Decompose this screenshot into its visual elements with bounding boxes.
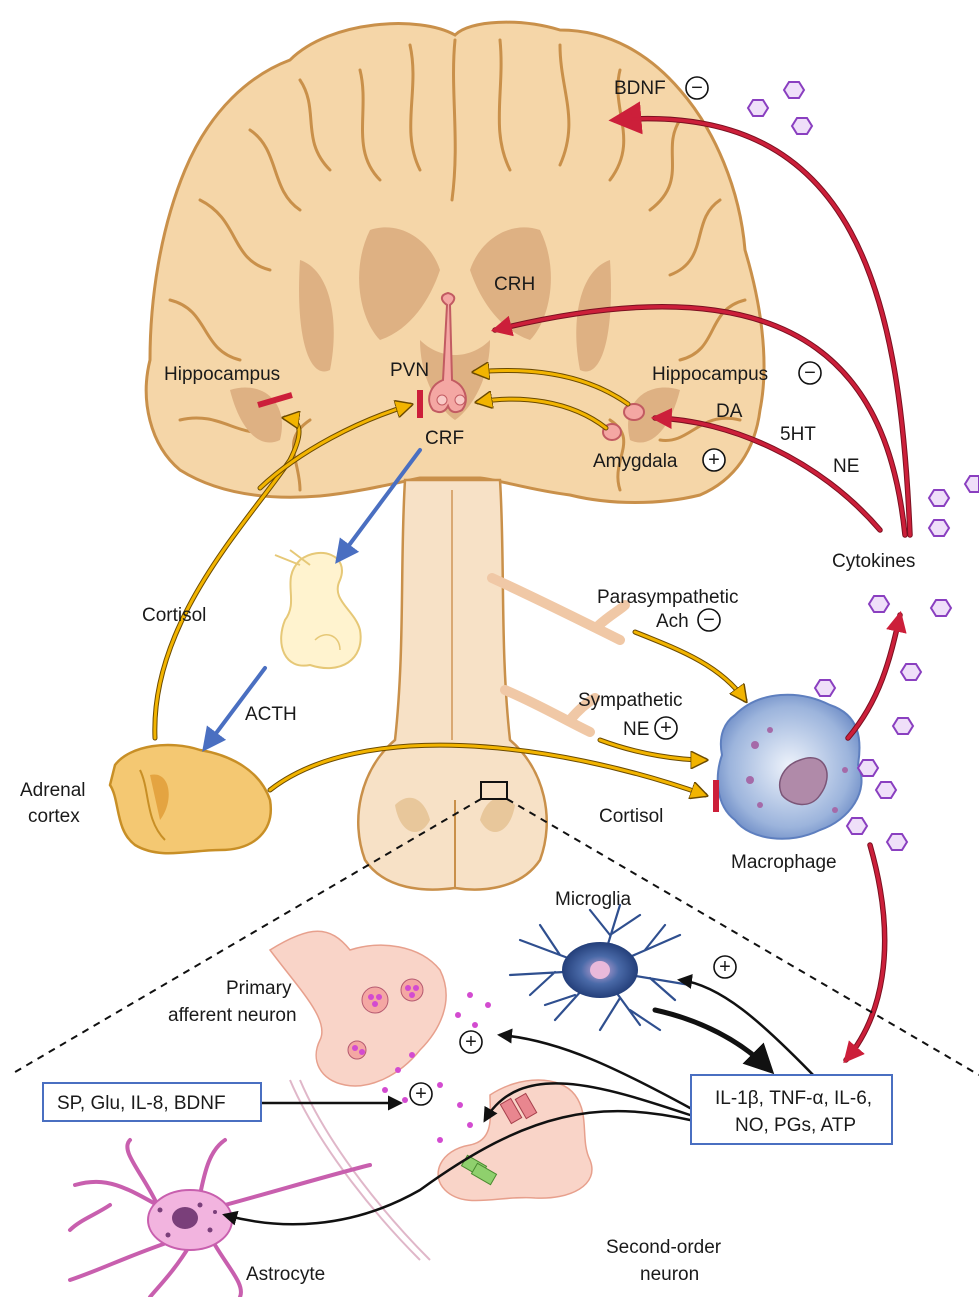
label-amygdala: Amygdala xyxy=(593,451,678,472)
label-parasympathetic: Parasympathetic xyxy=(597,587,739,608)
label-sympathetic: Sympathetic xyxy=(578,690,683,711)
label-acth: ACTH xyxy=(245,704,297,725)
label-ne-top: NE xyxy=(833,456,859,477)
label-hippocampus-left: Hippocampus xyxy=(164,364,280,385)
label-cytokines: Cytokines xyxy=(832,551,915,572)
label-microglia: Microglia xyxy=(555,889,631,910)
label-adrenal-line2: cortex xyxy=(28,806,80,827)
label-primary-line1: Primary xyxy=(226,978,292,999)
label-da: DA xyxy=(716,401,743,422)
label-macrophage: Macrophage xyxy=(731,852,837,873)
sign-bdnf: − xyxy=(691,77,703,99)
label-primary-line2: afferent neuron xyxy=(168,1005,297,1026)
second-order-neuron xyxy=(438,1080,592,1201)
macrophage-cell xyxy=(718,695,862,839)
label-ne-sympathetic: NE xyxy=(623,719,649,740)
sign-synapse-lower: + xyxy=(415,1083,427,1105)
sign-hippocampus: − xyxy=(804,362,816,384)
label-hippocampus-right: Hippocampus xyxy=(652,364,768,385)
adrenal-cortex xyxy=(110,745,271,853)
label-second-line1: Second-order xyxy=(606,1237,722,1258)
label-box-right-line2: NO, PGs, ATP xyxy=(735,1115,856,1136)
sign-synapse-upper: + xyxy=(465,1031,477,1053)
label-second-line2: neuron xyxy=(640,1264,699,1285)
sign-amygdala: + xyxy=(708,449,720,471)
pituitary-gland xyxy=(275,550,361,668)
label-adrenal-line1: Adrenal xyxy=(20,780,86,801)
label-bdnf: BDNF xyxy=(614,78,666,99)
sign-microglia: + xyxy=(719,956,731,978)
amygdala-nucleus-upper xyxy=(624,404,644,420)
label-crh: CRH xyxy=(494,274,535,295)
label-box-right-line1: IL-1β, TNF-α, IL-6, xyxy=(715,1088,872,1109)
label-ach: Ach xyxy=(656,611,689,632)
sign-ne: + xyxy=(660,717,672,739)
label-crf: CRF xyxy=(425,428,464,449)
label-cortisol-right: Cortisol xyxy=(599,806,663,827)
sign-ach: − xyxy=(703,609,715,631)
label-box-left: SP, Glu, IL-8, BDNF xyxy=(57,1093,226,1114)
label-5ht: 5HT xyxy=(780,424,816,445)
label-pvn: PVN xyxy=(390,360,429,381)
label-cortisol-left: Cortisol xyxy=(142,605,206,626)
label-astrocyte: Astrocyte xyxy=(246,1264,325,1285)
